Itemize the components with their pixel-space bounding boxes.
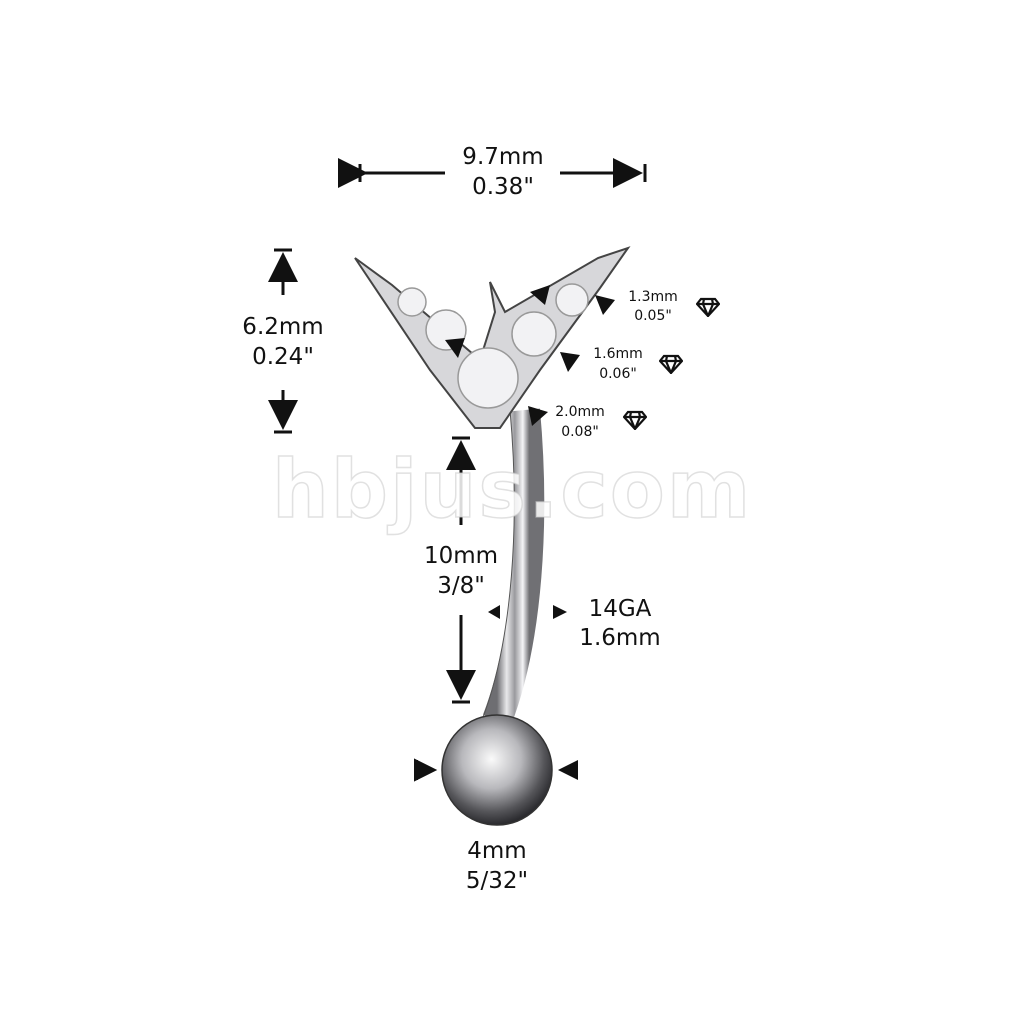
bar-length-mm-label: 10mm xyxy=(423,543,499,569)
watermark: hbjus.com xyxy=(271,443,753,536)
gem-2-mm: 1.6mm xyxy=(593,346,643,362)
ball-mm-label: 4mm xyxy=(467,838,527,864)
gauge-label: 14GA xyxy=(588,596,652,622)
width-mm-label: 9.7mm xyxy=(462,144,544,170)
diamond-icon xyxy=(696,297,720,317)
ball-end xyxy=(441,714,553,826)
bar-length-inch-label: 3/8" xyxy=(437,573,485,599)
ball-inch-label: 5/32" xyxy=(465,868,529,894)
height-inch-label: 0.24" xyxy=(252,344,314,370)
pointer-triangles xyxy=(414,285,615,782)
gem-3-mm: 2.0mm xyxy=(555,404,605,420)
width-inch-label: 0.38" xyxy=(472,174,534,200)
diamond-icon xyxy=(623,410,647,430)
gem-3-inch: 0.08" xyxy=(561,424,599,440)
cz-stones xyxy=(397,283,589,409)
dimension-lines xyxy=(268,158,647,704)
height-mm-label: 6.2mm xyxy=(242,314,324,340)
diamond-icon xyxy=(659,354,683,374)
gauge-mm-label: 1.6mm xyxy=(579,625,661,651)
gem-1-inch: 0.05" xyxy=(634,308,672,324)
gem-2-inch: 0.06" xyxy=(599,366,637,382)
gem-1-mm: 1.3mm xyxy=(628,289,678,305)
curved-bar xyxy=(482,408,545,726)
